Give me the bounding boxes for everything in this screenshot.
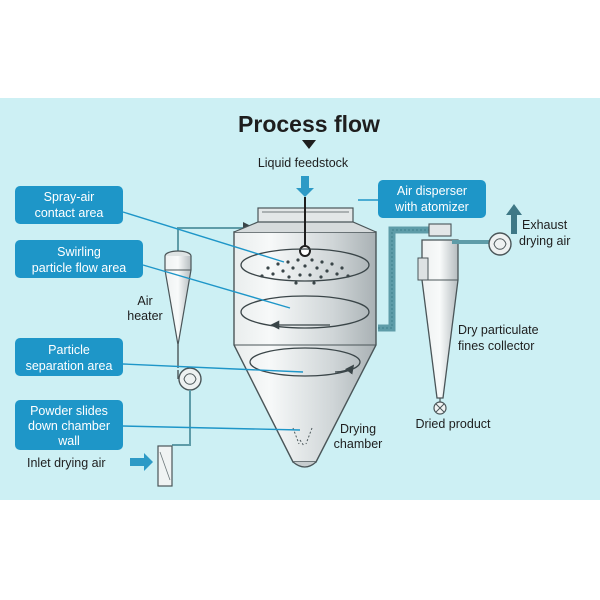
swirl-upper	[240, 248, 370, 282]
powder-slide-marks	[292, 427, 313, 447]
callout-air-disperser: Air disperser with atomizer	[378, 180, 486, 218]
callout-powder-line1: Powder slides	[30, 404, 108, 418]
page-title: Process flow	[238, 111, 380, 137]
callout-spray-air-contact: Spray-air contact area	[15, 186, 123, 224]
dry-particulate-label-line1: Dry particulate	[458, 323, 539, 337]
callout-spray-air-line1: Spray-air	[44, 190, 95, 204]
drying-chamber-label-line1: Drying	[340, 422, 376, 436]
swirl-lower	[249, 347, 361, 377]
fines-collector	[417, 223, 459, 415]
dried-product-label: Dried product	[415, 417, 491, 431]
drying-chamber-label-line2: chamber	[334, 437, 383, 451]
exhaust-fan	[488, 232, 512, 256]
callout-particle-separation: Particle separation area	[15, 338, 123, 376]
inlet-air-arrow-icon	[130, 453, 153, 471]
callout-powder-line3: wall	[57, 434, 80, 448]
inlet-drying-air-label: Inlet drying air	[27, 456, 106, 470]
air-heater-label-line1: Air	[137, 294, 152, 308]
air-heater	[164, 250, 192, 368]
callout-particle-line1: Particle	[48, 343, 90, 357]
callout-particle-line2: separation area	[26, 359, 113, 373]
callout-swirling-line1: Swirling	[57, 245, 101, 259]
swirl-middle	[240, 295, 370, 329]
feed-arrow-icon	[296, 176, 314, 197]
title-down-arrow-icon	[302, 140, 316, 149]
callout-swirling-line2: particle flow area	[32, 261, 127, 275]
dry-particulate-label-line2: fines collector	[458, 339, 534, 353]
inlet-fan	[177, 367, 202, 391]
callout-powder-slides: Powder slides down chamber wall	[15, 400, 123, 450]
inlet-air-duct	[172, 390, 191, 446]
callout-disperser-line1: Air disperser	[397, 184, 467, 198]
callout-swirling-flow: Swirling particle flow area	[15, 240, 143, 278]
exhaust-up-arrow-icon	[506, 204, 522, 234]
exhaust-label-line1: Exhaust	[522, 218, 568, 232]
callout-powder-line2: down chamber	[28, 419, 110, 433]
spray-pattern	[260, 258, 350, 285]
callout-spray-air-line2: contact area	[35, 206, 104, 220]
drying-chamber	[233, 207, 377, 468]
liquid-feedstock-label: Liquid feedstock	[258, 156, 349, 170]
exhaust-label-line2: drying air	[519, 234, 570, 248]
inlet-duct	[177, 227, 255, 255]
callout-leaders	[121, 199, 378, 431]
air-heater-label-line2: heater	[127, 309, 162, 323]
swirl-lower-arrow	[334, 364, 355, 375]
atomizer-icon	[299, 245, 311, 257]
callout-disperser-line2: with atomizer	[394, 200, 469, 214]
